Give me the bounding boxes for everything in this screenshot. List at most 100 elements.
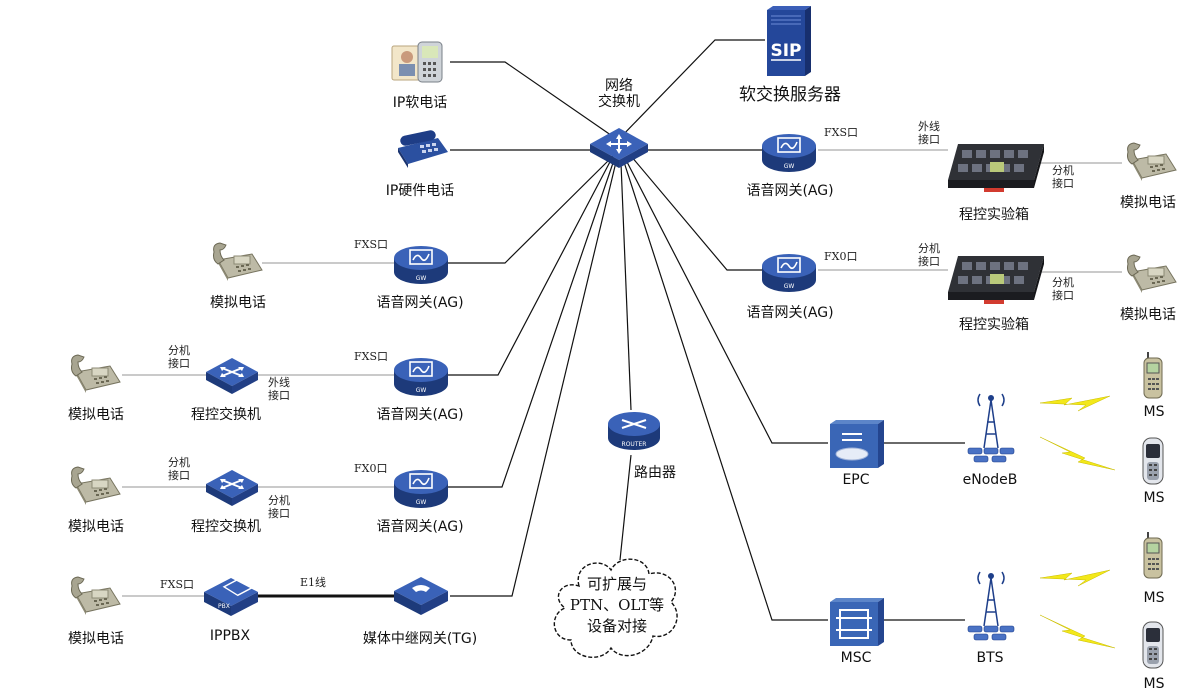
- analog-phone-label: 模拟电话: [1120, 307, 1176, 323]
- cloud-line1: 可扩展与: [586, 575, 647, 593]
- analog-phone-icon: [213, 242, 263, 281]
- ms-label: MS: [1143, 404, 1165, 420]
- port-label: FX0口: [354, 462, 388, 475]
- analog-phone-label: 模拟电话: [1120, 195, 1176, 211]
- port-label: FXS口: [824, 126, 858, 139]
- voice-gateway-icon: GW: [394, 470, 448, 508]
- port-label: 分机接口: [168, 344, 190, 370]
- lightning-icon: [1039, 436, 1116, 471]
- link-switch-epc: [625, 159, 828, 444]
- e1-link-label: E1线: [300, 576, 327, 589]
- ip-hardware-phone-label: IP硬件电话: [385, 183, 455, 199]
- mobile-phone-icon: [1142, 437, 1164, 485]
- port-label: 外线接口: [918, 120, 940, 146]
- ms-label: MS: [1143, 676, 1165, 692]
- link-switch-ag-left1: [448, 154, 615, 264]
- cloud-icon: [553, 558, 678, 658]
- exchange-switch-icon: [206, 470, 258, 506]
- port-label: 外线接口: [268, 376, 290, 402]
- cloud-note: 可扩展与 PTN、OLT等 设备对接: [549, 574, 685, 637]
- svg-text:ROUTER: ROUTER: [622, 441, 647, 448]
- enodeb-tower-icon: [967, 393, 1015, 463]
- link-switch-ag-right2: [630, 155, 762, 271]
- port-label: 分机接口: [168, 456, 190, 482]
- link-switch-softphone: [450, 61, 619, 141]
- lab-box-icon: [948, 256, 1044, 304]
- exchange-label: 程控交换机: [191, 519, 261, 535]
- voice-gateway-icon: GW: [394, 246, 448, 284]
- voice-gateway-label: 语音网关(AG): [376, 295, 464, 311]
- msc-label: MSC: [840, 650, 872, 666]
- lightning-icon: [1039, 614, 1116, 649]
- switch-label: 网络 交换机: [598, 78, 640, 110]
- analog-phone-label: 模拟电话: [210, 295, 266, 311]
- bts-label: BTS: [976, 650, 1004, 666]
- switch-label-line1: 网络: [605, 78, 633, 94]
- port-label: 分机接口: [1052, 164, 1074, 190]
- enodeb-label: eNodeB: [962, 472, 1018, 488]
- ippbx-icon: PBX: [204, 576, 258, 616]
- lab-box-icon: [948, 144, 1044, 192]
- switch-label-line2: 交换机: [598, 94, 640, 110]
- cloud-line3: 设备对接: [586, 617, 647, 635]
- link-switch-ag-left2: [448, 157, 613, 376]
- voice-gateway-icon: GW: [762, 254, 816, 292]
- bts-tower-icon: [967, 571, 1015, 641]
- ip-soft-phone-label: IP软电话: [392, 95, 448, 111]
- svg-text:GW: GW: [416, 275, 427, 282]
- mobile-phone-icon: [1142, 621, 1164, 669]
- exchange-switch-icon: [206, 358, 258, 394]
- link-switch-tg: [450, 161, 617, 597]
- trunk-gateway-label: 媒体中继网关(TG): [362, 631, 478, 647]
- voice-gateway-label: 语音网关(AG): [746, 183, 834, 199]
- voice-gateway-icon: GW: [762, 134, 816, 172]
- ip-hardware-phone-icon: [398, 130, 448, 168]
- lightning-icon: [1039, 395, 1111, 412]
- analog-phone-icon: [1127, 142, 1177, 181]
- voice-gateway-label: 语音网关(AG): [376, 519, 464, 535]
- analog-phone-icon: [71, 354, 121, 393]
- port-label: 分机接口: [1052, 276, 1074, 302]
- analog-phone-icon: [1127, 254, 1177, 293]
- voice-gateway-label: 语音网关(AG): [376, 407, 464, 423]
- epc-label: EPC: [842, 472, 870, 488]
- analog-phone-label: 模拟电话: [68, 631, 124, 647]
- exchange-label: 程控交换机: [191, 407, 261, 423]
- svg-text:GW: GW: [416, 387, 427, 394]
- link-switch-sip: [617, 39, 765, 141]
- ip-soft-phone-icon: [391, 41, 443, 83]
- link-switch-router: [620, 162, 632, 411]
- lab-box-label: 程控实验箱: [959, 207, 1029, 223]
- cloud-line2: PTN、OLT等: [569, 596, 665, 614]
- analog-phone-label: 模拟电话: [68, 519, 124, 535]
- epc-icon: [830, 420, 884, 468]
- mobile-phone-icon: [1143, 352, 1163, 399]
- media-trunk-gateway-icon: [394, 577, 448, 615]
- port-label: FX0口: [824, 250, 858, 263]
- svg-text:GW: GW: [416, 499, 427, 506]
- port-label: FXS口: [354, 350, 388, 363]
- msc-icon: [830, 598, 884, 646]
- port-label: 分机接口: [918, 242, 940, 268]
- sip-server-icon: SIP: [767, 6, 811, 76]
- sip-server-label: 软交换服务器: [739, 85, 841, 105]
- link-switch-ag-left3: [448, 159, 615, 488]
- link-switch-msc: [623, 161, 828, 621]
- voice-gateway-label: 语音网关(AG): [746, 305, 834, 321]
- analog-phone-icon: [71, 576, 121, 615]
- lightning-icon: [1039, 569, 1111, 587]
- ippbx-label: IPPBX: [209, 628, 251, 644]
- port-label: 分机接口: [268, 494, 290, 520]
- port-label: FXS口: [354, 238, 388, 251]
- analog-phone-icon: [71, 466, 121, 505]
- network-switch-icon: [590, 128, 648, 168]
- svg-text:PBX: PBX: [218, 603, 230, 610]
- analog-phone-label: 模拟电话: [68, 407, 124, 423]
- router-label: 路由器: [634, 465, 676, 481]
- mobile-phone-icon: [1143, 532, 1163, 579]
- voice-gateway-icon: GW: [394, 358, 448, 396]
- router-icon: ROUTER: [608, 412, 660, 450]
- svg-text:GW: GW: [784, 163, 795, 170]
- svg-text:SIP: SIP: [770, 41, 801, 61]
